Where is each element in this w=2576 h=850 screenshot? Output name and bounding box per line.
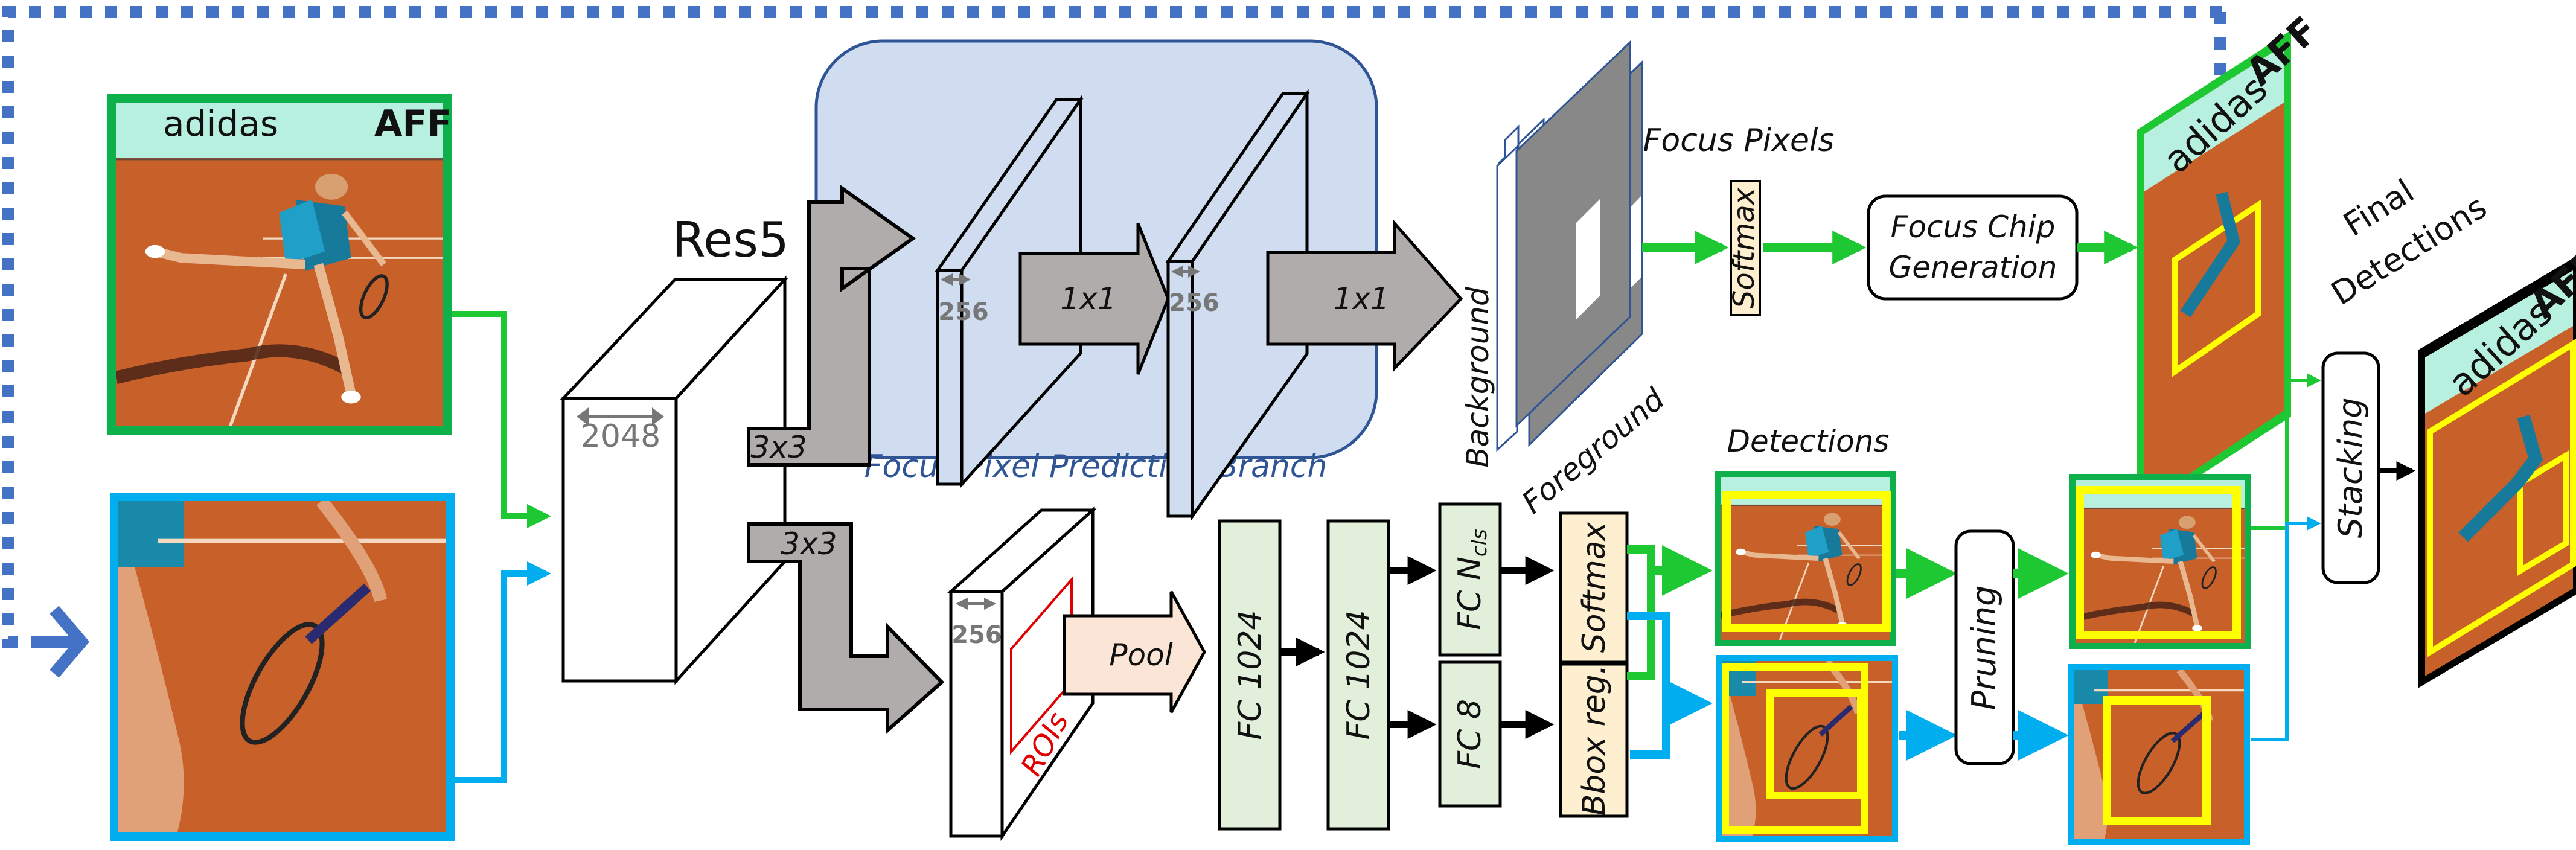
foreground-region: [1576, 199, 1600, 320]
input-chip-image: [110, 493, 455, 841]
blue-path-to-stacking: [2251, 516, 2321, 741]
focus-branch-label: Focus Pixel Prediction Branch: [865, 449, 1328, 485]
focus-pixels-label: Focus Pixels: [1643, 123, 1834, 159]
focus-conv1x1-mid-arrow: 1x1: [1018, 223, 1170, 375]
focus-output-planes: [1496, 40, 1643, 452]
detection-image-chip: [1716, 655, 1898, 842]
fc-ncls-layer: FC Ncls: [1438, 502, 1502, 657]
chip-gen-line2: Generation: [1889, 250, 2057, 285]
res5-channels-label: 2048: [581, 418, 660, 455]
detection-softmax-label: Softmax: [1576, 521, 1612, 653]
res5-title: Res5: [672, 212, 789, 268]
fc1024-layer-2: FC 1024: [1326, 519, 1390, 831]
chip-gen-line1: Focus Chip: [1891, 209, 2056, 244]
focus-chip-generation-box: Focus Chip Generation: [1867, 194, 2079, 301]
pool-label: Pool: [1109, 638, 1172, 673]
fc-cls-label: FC N: [1452, 557, 1488, 630]
pruning-box: Pruning: [1954, 529, 2015, 765]
res5-block: 2048 Res5: [560, 212, 789, 685]
focus-softmax-box: Softmax: [1727, 180, 1761, 316]
pruned-image-chip: [2068, 664, 2250, 845]
green-input-path: [452, 311, 551, 528]
pool-arrow: Pool: [1063, 590, 1206, 714]
detection-feature-map: 256 ROIs: [947, 506, 1097, 842]
final-detections-image: adidas AFF: [2418, 240, 2576, 688]
pruned-detection-box: [2076, 486, 2241, 639]
green-path-to-stacking: [2251, 373, 2321, 530]
channel-arrow-icon: [577, 407, 664, 426]
stacking-label: Stacking: [2332, 397, 2370, 538]
banner-text-2: AFF: [374, 103, 452, 145]
stacking-box: Stacking: [2321, 351, 2380, 584]
fc8-layer: FC 8: [1438, 660, 1502, 808]
detection-feat-channels-label: 256: [951, 621, 1002, 649]
feedback-entry-arrow-icon: [33, 606, 90, 678]
conv-out-label: 1x1: [1333, 281, 1389, 316]
blue-detection-route: [1627, 612, 1670, 759]
focus-softmax-label: Softmax: [1727, 187, 1761, 308]
pruned-image-full: [2069, 474, 2251, 649]
focus-conv1x1-out-arrow: 1x1: [1266, 219, 1463, 372]
feat2-channels-label: 256: [1169, 289, 1219, 317]
detection-box-small: [1766, 689, 1864, 799]
background-label: Background: [1460, 287, 1495, 468]
detection-conv3x3-arrow: 3x3: [747, 522, 945, 735]
input-full-image: adidas AFF: [107, 94, 452, 435]
detection-softmax-box: Softmax: [1559, 511, 1629, 664]
final-detection-box-large: [2427, 339, 2576, 657]
detection-image-full: [1715, 471, 1896, 646]
fc-cls-subscript: cls: [1468, 529, 1492, 557]
fc2-label: FC 1024: [1341, 610, 1377, 740]
svg-text:FC Ncls: FC Ncls: [1452, 529, 1492, 630]
generated-chip-image: adidas AFF: [2137, 8, 2327, 516]
fc1024-layer-1: FC 1024: [1218, 519, 1282, 831]
fc8-label: FC 8: [1452, 699, 1488, 769]
pruning-label: Pruning: [1965, 586, 2003, 711]
fc1-label: FC 1024: [1232, 610, 1268, 740]
detections-label: Detections: [1727, 424, 1890, 459]
feat1-channels-label: 256: [938, 298, 989, 326]
conv-mid-label: 1x1: [1060, 281, 1116, 316]
focus-feature-map-2: 256: [1165, 88, 1310, 521]
detection-conv-label: 3x3: [781, 526, 837, 561]
final-detection-box-small: [2517, 450, 2569, 576]
detection-box: [1722, 491, 1891, 632]
pruned-detection-box-small: [2103, 696, 2211, 825]
bbox-label: Bbox reg.: [1576, 665, 1612, 816]
bbox-regression-box: Bbox reg.: [1559, 662, 1629, 818]
banner-text: adidas: [163, 103, 278, 144]
blue-input-path: [455, 561, 551, 783]
focus-conv-label: 3x3: [750, 430, 807, 465]
focus-conv3x3-arrow: 3x3: [747, 185, 916, 467]
